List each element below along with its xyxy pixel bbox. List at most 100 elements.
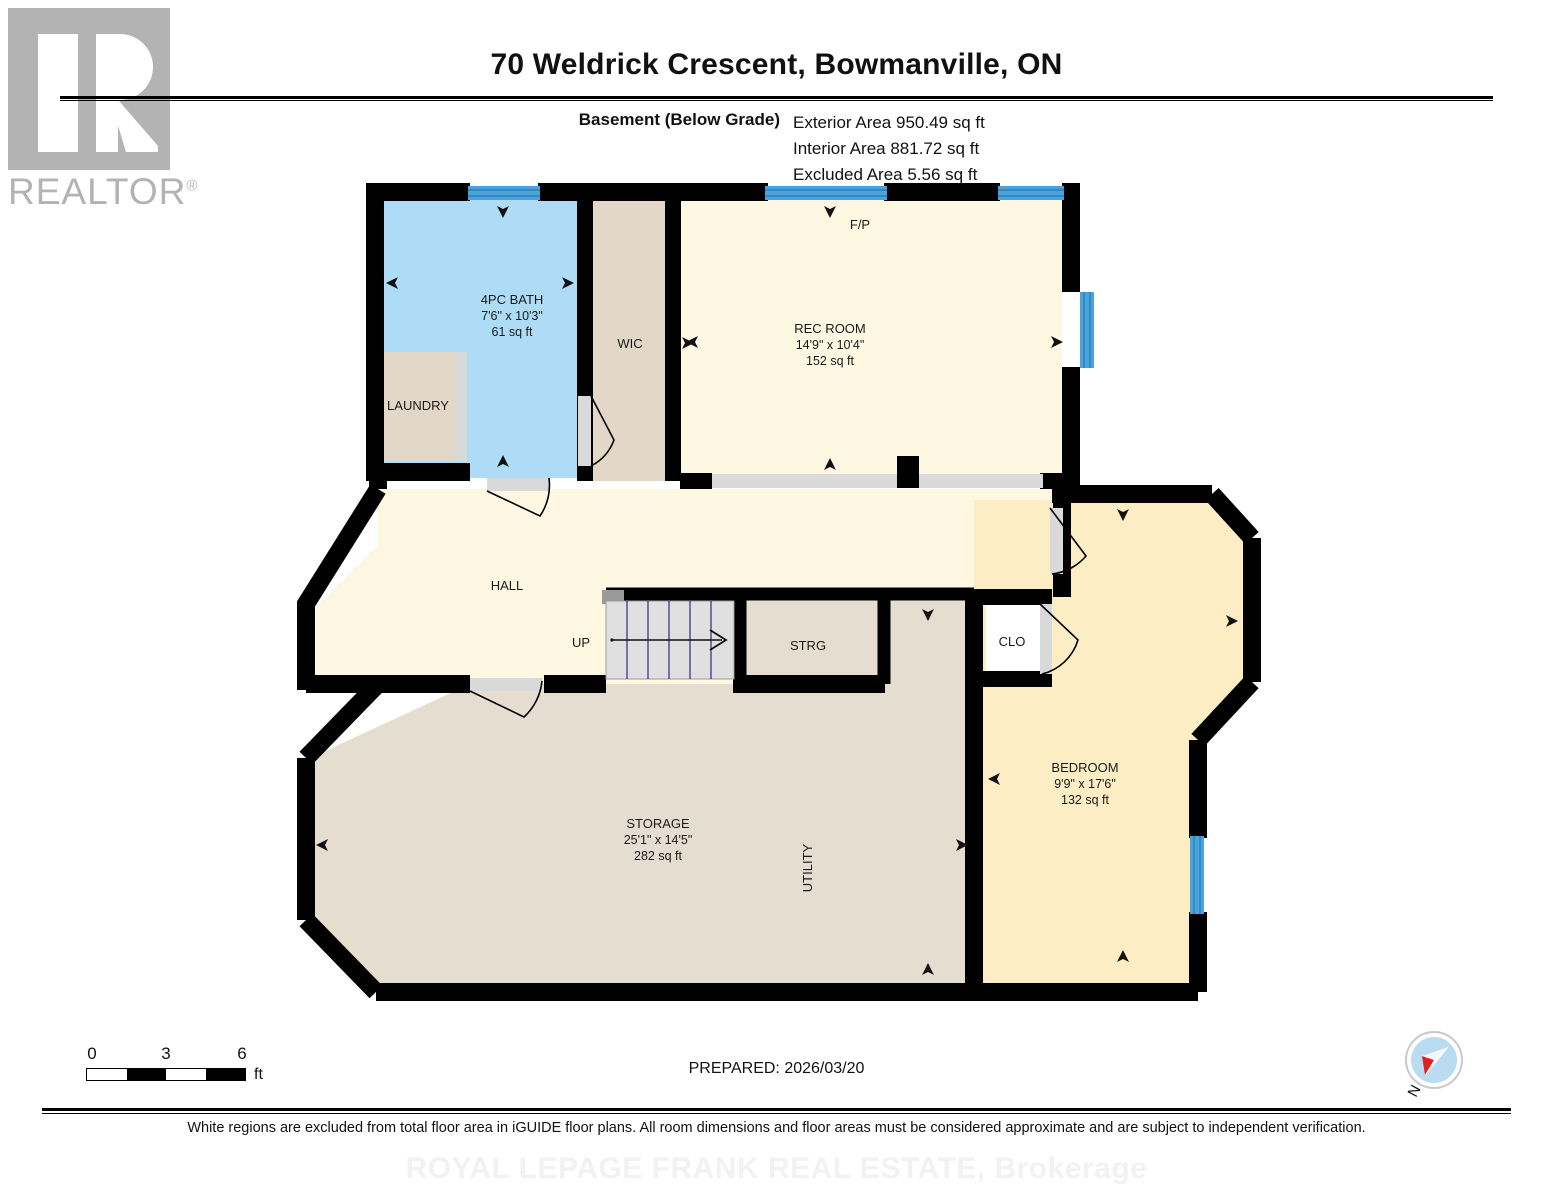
room-label-hall: HALL (491, 578, 524, 593)
window-recroom-top-left (765, 186, 887, 200)
compass-icon: N (1405, 1031, 1463, 1100)
room-label-storage: STORAGE (626, 816, 690, 831)
room-fill-recroom (680, 196, 1062, 481)
room-label-recroom: REC ROOM (794, 321, 866, 336)
viewpoint-strg-top (922, 609, 934, 621)
room-fill-laundry (378, 352, 462, 462)
viewpoint-bedroom-bottom (1117, 950, 1129, 962)
room-fill-bedroom (974, 500, 1250, 986)
prepared-date: PREPARED: 2026/03/20 (688, 1060, 865, 1077)
viewpoint-bath-bottom (497, 455, 509, 467)
room-dims-storage: 25'1" x 14'5" (624, 833, 693, 847)
door-swing-bedroom (1049, 507, 1088, 575)
scale-bar: 0 3 6 ft (86, 1044, 276, 1094)
door-swing-clo (1039, 603, 1079, 675)
viewpoint-rec-right (1051, 336, 1063, 348)
room-label-bath: 4PC BATH (481, 292, 544, 307)
door-swing-wic (590, 395, 615, 467)
scale-tick-6: 6 (237, 1044, 247, 1063)
compass-rose: N (1398, 1028, 1472, 1114)
viewpoint-rec-bottom (824, 458, 836, 470)
room-labels: 4PC BATH 7'6" x 10'3" 61 sq ft LAUNDRY W… (387, 217, 1119, 892)
doorway-laundry (455, 352, 467, 462)
scale-tick-labels: 0 3 6 (86, 1044, 276, 1066)
stairs-direction-label: UP (572, 635, 590, 650)
realtor-wordmark: REALTOR® (8, 171, 199, 212)
doorway-thresholds (455, 352, 1063, 691)
room-fill-storage (306, 684, 974, 986)
scale-tick-0: 0 (87, 1044, 97, 1063)
header-divider-thin (60, 100, 1493, 101)
scale-seg-4 (205, 1069, 245, 1080)
room-dims-bath: 7'6" x 10'3" (481, 309, 543, 323)
viewpoint-rec-top (824, 206, 836, 218)
scale-bar-graphic (86, 1068, 246, 1081)
viewpoint-storage-left (316, 839, 328, 851)
room-label-clo: CLO (999, 634, 1026, 649)
disclaimer-text: White regions are excluded from total fl… (187, 1120, 1366, 1136)
wall-storage-left-bevel-bottom (299, 913, 383, 999)
room-dims-recroom: 14'9" x 10'4" (796, 338, 865, 352)
doorway-storage-hall (470, 678, 542, 691)
window-bath-top (468, 186, 540, 200)
viewpoint-bedroom-top (1117, 509, 1129, 521)
viewpoint-utility-right (956, 839, 968, 851)
room-area-bedroom: 132 sq ft (1061, 793, 1109, 807)
window-recroom-right (1080, 292, 1094, 368)
wall-bedroom-bevel-br (1191, 675, 1259, 747)
room-area-bath: 61 sq ft (492, 325, 534, 339)
room-label-bedroom: BEDROOM (1051, 760, 1118, 775)
viewpoint-bath-right (562, 277, 574, 289)
room-label-utility: UTILITY (800, 843, 815, 892)
doorway-bath-hall (487, 478, 549, 491)
wall-storage-left-bevel-top (299, 677, 385, 765)
scale-seg-2 (126, 1069, 166, 1080)
door-swing-bath (486, 477, 551, 518)
realtor-r-mark-icon (8, 8, 170, 170)
viewpoint-bedroom-right (1226, 615, 1238, 627)
doorway-rec-hall-left (712, 474, 897, 488)
scale-unit-label: ft (254, 1066, 263, 1083)
footer-divider (42, 1108, 1511, 1111)
doorway-clo (1040, 604, 1052, 674)
viewpoint-storage-bottom (922, 963, 934, 975)
wall-hall-diagonal (297, 484, 386, 690)
scale-tick-3: 3 (161, 1044, 171, 1063)
area-summary: Exterior Area 950.49 sq ft Interior Area… (793, 110, 985, 188)
excluded-area: Excluded Area 5.56 sq ft (793, 165, 978, 184)
viewpoint-bedroom-left (988, 773, 1000, 785)
page-title: 70 Weldrick Crescent, Bowmanville, ON (490, 48, 1063, 81)
room-area-recroom: 152 sq ft (806, 354, 854, 368)
fireplace-label: F/P (850, 217, 870, 232)
window-bedroom-right (1190, 836, 1204, 914)
realtor-r-glyph-icon (8, 8, 170, 170)
stairs (605, 600, 735, 680)
stair-start-dot (610, 638, 614, 642)
room-area-storage: 282 sq ft (634, 849, 682, 863)
brokerage-watermark: ROYAL LEPAGE FRANK REAL ESTATE, Brokerag… (405, 1152, 1148, 1185)
viewpoint-wic-right (682, 337, 694, 349)
wall-bedroom-bevel-tr (1205, 487, 1259, 545)
scale-seg-1 (87, 1069, 127, 1080)
door-swing-storage (469, 680, 543, 718)
room-dims-bedroom: 9'9" x 17'6" (1054, 777, 1116, 791)
windows (468, 186, 1204, 914)
exterior-area: Exterior Area 950.49 sq ft (793, 113, 985, 132)
viewpoint-bath-left (386, 277, 398, 289)
window-recroom-top-right (998, 186, 1064, 200)
header-divider (60, 96, 1493, 99)
room-fill-wic (592, 196, 668, 481)
footer-divider-thin (42, 1113, 1511, 1114)
floor-label: Basement (Below Grade) (578, 110, 780, 129)
room-fill-clo (986, 602, 1048, 674)
room-label-strg: STRG (790, 638, 826, 653)
doorway-wic (578, 396, 591, 466)
viewpoint-markers (316, 206, 1238, 975)
door-swings (469, 395, 1088, 718)
scale-seg-3 (166, 1069, 206, 1080)
interior-area: Interior Area 881.72 sq ft (793, 139, 980, 158)
viewpoint-bath-top (497, 206, 509, 218)
